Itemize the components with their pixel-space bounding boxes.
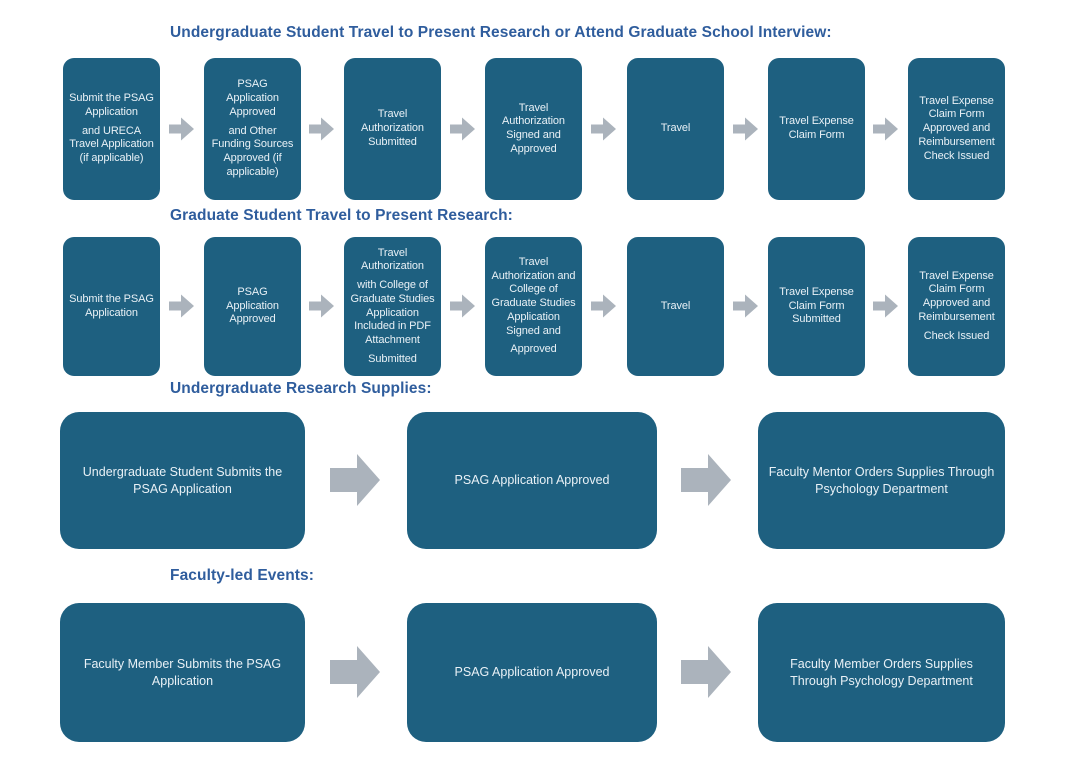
step-text: Travel Authorization and College of Grad…	[491, 255, 576, 337]
s1-step-4: Travel Authorization Signed and Approved	[485, 58, 582, 200]
s2-step-2: PSAG Application Approved	[204, 237, 301, 376]
step-text: Travel Expense Claim Form Approved and R…	[918, 269, 995, 323]
step-text: Check Issued	[923, 329, 990, 342]
s2-step-4: Travel Authorization and College of Grad…	[485, 237, 582, 376]
step-text: Travel Expense Claim Form	[779, 115, 854, 141]
step-text: Travel Expense Claim Form Approved and R…	[918, 94, 995, 162]
step-text: Travel Authorization Signed and Approved	[502, 101, 565, 155]
section-1-heading: Undergraduate Student Travel to Present …	[170, 24, 832, 41]
s2-step-6: Travel Expense Claim Form Submitted	[768, 237, 865, 376]
arrow-right-icon	[681, 641, 733, 703]
step-text: Travel Authorization Submitted	[361, 108, 424, 148]
step-text: Faculty Member Orders Supplies Through P…	[790, 657, 973, 688]
s1-step-6: Travel Expense Claim Form	[768, 58, 865, 200]
s1-step-2: PSAG Application Approved and Other Fund…	[204, 58, 301, 200]
step-text: Travel Expense Claim Form Submitted	[779, 285, 854, 326]
step-text: Undergraduate Student Submits the PSAG A…	[82, 465, 283, 496]
step-text: PSAG Application Approved	[226, 285, 279, 326]
arrow-right-icon	[309, 117, 335, 141]
arrow-right-icon	[450, 294, 476, 318]
step-text: PSAG Application Approved	[454, 665, 610, 680]
arrow-right-icon	[733, 294, 759, 318]
arrow-right-icon	[591, 294, 617, 318]
s3-step-2: PSAG Application Approved	[407, 412, 657, 549]
arrow-right-icon	[873, 117, 899, 141]
step-text: Submit the PSAG Application	[69, 292, 154, 319]
step-text: PSAG Application Approved	[226, 78, 279, 118]
s2-step-5: Travel	[627, 237, 724, 376]
arrow-right-icon	[450, 117, 476, 141]
step-text: with College of Graduate Studies Applica…	[350, 279, 435, 346]
arrow-right-icon	[733, 117, 759, 141]
step-text: Travel Authorization	[361, 246, 424, 273]
step-text: Faculty Member Submits the PSAG Applicat…	[83, 657, 282, 688]
arrow-right-icon	[330, 641, 382, 703]
step-text: and Other Funding Sources Approved (if a…	[211, 124, 294, 178]
s4-step-1: Faculty Member Submits the PSAG Applicat…	[60, 603, 305, 742]
s3-step-1: Undergraduate Student Submits the PSAG A…	[60, 412, 305, 549]
section-2-heading: Graduate Student Travel to Present Resea…	[170, 207, 513, 224]
s1-step-1: Submit the PSAG Application and URECA Tr…	[63, 58, 160, 200]
step-text: PSAG Application Approved	[454, 473, 610, 488]
s4-step-2: PSAG Application Approved	[407, 603, 657, 742]
step-text: Faculty Mentor Orders Supplies Through P…	[768, 465, 995, 496]
step-text: Approved	[510, 343, 557, 356]
step-text: and URECA Travel Application (if applica…	[69, 124, 154, 165]
arrow-right-icon	[681, 449, 733, 511]
arrow-right-icon	[330, 449, 382, 511]
s2-step-7: Travel Expense Claim Form Approved and R…	[908, 237, 1005, 376]
step-text: Submit the PSAG Application	[69, 92, 154, 118]
step-text: Submitted	[368, 352, 417, 365]
s1-step-7: Travel Expense Claim Form Approved and R…	[908, 58, 1005, 200]
s1-step-5: Travel	[627, 58, 724, 200]
s2-step-3: Travel Authorization with College of Gra…	[344, 237, 441, 376]
s1-step-3: Travel Authorization Submitted	[344, 58, 441, 200]
section-4-heading: Faculty-led Events:	[170, 567, 315, 584]
section-3-heading: Undergraduate Research Supplies:	[170, 380, 432, 397]
s3-step-3: Faculty Mentor Orders Supplies Through P…	[758, 412, 1005, 549]
arrow-right-icon	[169, 294, 195, 318]
s2-step-1: Submit the PSAG Application	[63, 237, 160, 376]
step-text: Travel	[660, 122, 691, 135]
arrow-right-icon	[591, 117, 617, 141]
s4-step-3: Faculty Member Orders Supplies Through P…	[758, 603, 1005, 742]
arrow-right-icon	[169, 117, 195, 141]
step-text: Travel	[660, 299, 691, 312]
arrow-right-icon	[309, 294, 335, 318]
arrow-right-icon	[873, 294, 899, 318]
